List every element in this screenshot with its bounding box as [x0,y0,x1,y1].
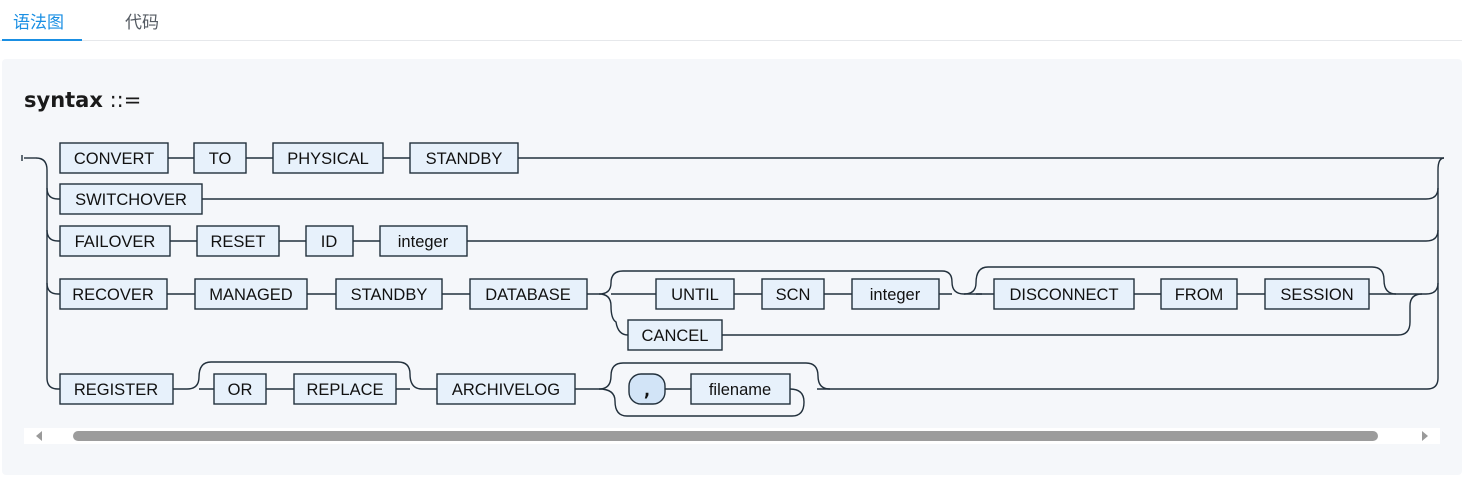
box-scn: SCN [761,278,825,310]
box-standby-1: STANDBY [409,142,519,174]
branch-switchover [46,187,60,200]
kw-id: ID [321,233,338,251]
kw-to: TO [209,150,232,168]
syntax-name: syntax [24,88,103,112]
scrollbar-thumb[interactable] [73,431,1378,441]
kw-or: OR [228,381,253,399]
kw-replace: REPLACE [306,381,383,399]
kw-failover: FAILOVER [75,233,156,251]
kw-scn: SCN [776,286,811,304]
box-cancel: CANCEL [627,319,723,351]
or-replace-upper [173,361,437,390]
kw-physical: PHYSICAL [287,150,369,168]
box-filename: filename [690,373,791,405]
box-until: UNTIL [655,278,735,310]
kw-standby-1: STANDBY [426,150,503,168]
tab-syntax-diagram[interactable]: 语法图 [2,8,82,41]
box-integer-2: integer [851,278,940,310]
box-comma: , [628,373,666,405]
cancel-branch-in [598,293,629,336]
branch-recover [46,282,60,295]
cancel-branch-out [722,293,1423,336]
right-spine [817,157,1445,390]
box-to: TO [193,142,247,174]
kw-from: FROM [1175,286,1224,304]
kw-archivelog: ARCHIVELOG [452,381,560,399]
scroll-left-arrow-icon[interactable] [36,431,42,441]
syntax-operator: ::= [109,88,142,112]
row2-rail [202,187,1439,200]
kw-comma: , [642,380,653,401]
kw-switchover: SWITCHOVER [75,191,187,209]
box-switchover: SWITCHOVER [59,183,203,215]
box-database: DATABASE [469,278,588,310]
kw-managed: MANAGED [209,286,293,304]
keyword-boxes: CONVERT TO PHYSICAL STANDBY SWITCHOVER F… [59,142,1370,405]
kw-disconnect: DISCONNECT [1009,286,1118,304]
box-managed: MANAGED [194,278,308,310]
kw-convert: CONVERT [74,150,154,168]
comma-loop-lower [598,388,805,417]
branch-failover [46,229,60,242]
kw-database: DATABASE [485,286,571,304]
box-archivelog: ARCHIVELOG [436,373,576,405]
left-spine [35,157,60,390]
box-failover: FAILOVER [59,225,171,257]
box-integer-1: integer [379,225,468,257]
box-physical: PHYSICAL [272,142,384,174]
box-from: FROM [1160,278,1238,310]
syntax-title: syntax ::= [24,88,141,112]
box-id: ID [305,225,354,257]
box-convert: CONVERT [59,142,169,174]
tab-bar: 语法图 代码 [0,0,1462,41]
kw-standby-2: STANDBY [351,286,428,304]
rail-lines [21,155,1445,417]
kw-register: REGISTER [74,381,158,399]
kw-integer-1: integer [398,233,449,251]
kw-cancel: CANCEL [642,327,709,345]
until-loop-upper [598,270,982,295]
kw-recover: RECOVER [72,286,154,304]
box-register: REGISTER [59,373,174,405]
box-recover: RECOVER [59,278,168,310]
row3-rail [170,229,1439,242]
box-reset: RESET [196,225,280,257]
kw-until: UNTIL [671,286,719,304]
scroll-right-arrow-icon[interactable] [1422,431,1428,441]
kw-session: SESSION [1280,286,1353,304]
kw-integer-2: integer [870,286,921,304]
kw-reset: RESET [210,233,265,251]
archivelog-loop-upper [575,362,831,390]
box-replace: REPLACE [293,373,397,405]
box-standby-2: STANDBY [335,278,443,310]
tab-code[interactable]: 代码 [125,13,159,33]
box-or: OR [213,373,267,405]
box-session: SESSION [1264,278,1370,310]
kw-filename: filename [709,381,771,399]
box-disconnect: DISCONNECT [993,278,1135,310]
disconnect-loop-upper [963,266,1439,295]
horizontal-scrollbar[interactable] [24,428,1440,444]
